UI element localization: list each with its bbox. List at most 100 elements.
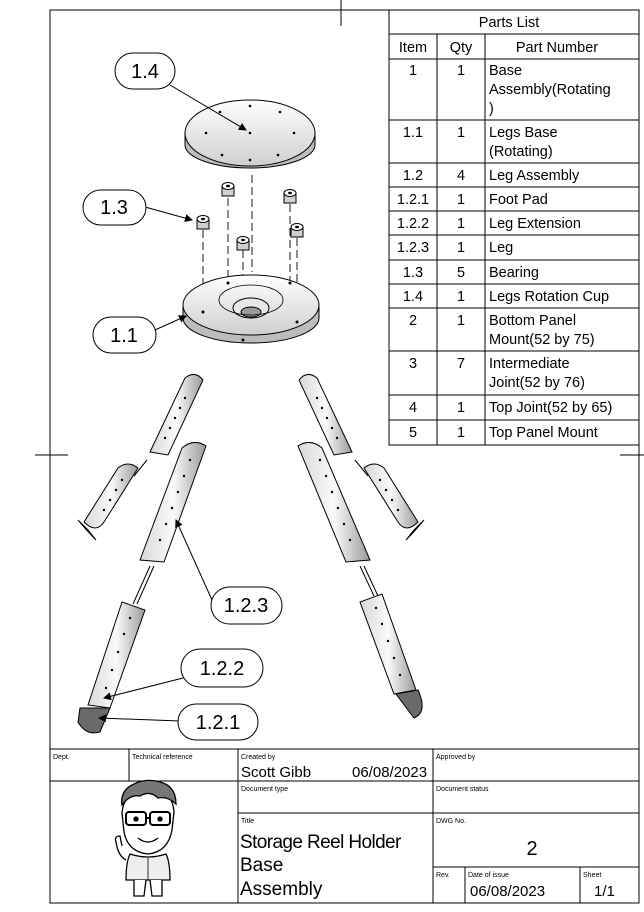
leg-assembly-left-upper [77, 374, 204, 541]
cell-part: Bearing [489, 265, 539, 281]
dept-label: Dept. [53, 754, 70, 761]
balloon-1-2-1: 1.2.1 [98, 703, 259, 741]
cell-part: Base [489, 63, 522, 79]
drawing-title-line2: Base [240, 855, 283, 876]
cell-qty: 1 [457, 240, 465, 256]
cell-part: Leg Extension [489, 216, 581, 232]
parts-row: 1.1 1 Legs Base (Rotating) [403, 125, 558, 160]
legs-base-part [182, 274, 320, 344]
balloon-label: 1.1 [110, 325, 138, 347]
dwg-no-label: DWG No. [436, 818, 466, 825]
approved-by-label: Approved by [436, 754, 476, 761]
avatar-logo [114, 779, 177, 897]
cell-item: 3 [409, 356, 417, 372]
cell-part: Mount(52 by 75) [489, 332, 595, 348]
cell-qty: 7 [457, 356, 465, 372]
bearing-part [290, 223, 304, 238]
parts-row: 2 1 Bottom Panel Mount(52 by 75) [409, 313, 595, 348]
cell-part: Foot Pad [489, 192, 548, 208]
cell-qty: 5 [457, 265, 465, 281]
balloon-label: 1.2.1 [196, 712, 240, 734]
cell-qty: 1 [457, 313, 465, 329]
parts-row: 1.2 4 Leg Assembly [403, 168, 580, 184]
date-of-issue-value: 06/08/2023 [470, 883, 545, 900]
parts-row: 4 1 Top Joint(52 by 65) [409, 400, 612, 416]
cell-part: Top Joint(52 by 65) [489, 400, 612, 416]
rev-label: Rev. [436, 872, 450, 879]
created-date-value: 06/08/2023 [352, 764, 427, 781]
parts-row: 3 7 Intermediate Joint(52 by 76) [409, 356, 585, 391]
cell-qty: 4 [457, 168, 465, 184]
cell-part: Joint(52 by 76) [489, 375, 585, 391]
balloon-1-4: 1.4 [114, 52, 247, 131]
cell-qty: 1 [457, 192, 465, 208]
balloon-1-2-3: 1.2.3 [175, 519, 283, 625]
sheet-value: 1/1 [594, 883, 615, 900]
cell-item: 4 [409, 400, 417, 416]
col-header-qty: Qty [450, 40, 473, 56]
bearing-part [283, 189, 297, 204]
cell-part: ) [489, 101, 494, 117]
created-by-label: Created by [241, 754, 276, 761]
legs-rotation-cup-part [184, 99, 316, 169]
parts-row: 5 1 Top Panel Mount [409, 425, 598, 441]
drawing-title-line1: Storage Reel Holder [240, 832, 402, 853]
balloon-label: 1.2.3 [224, 595, 268, 617]
created-by-value: Scott Gibb [241, 764, 311, 781]
cell-part: Leg [489, 240, 513, 256]
drawing-title-line3: Assembly [240, 879, 323, 900]
cell-item: 1.2.3 [397, 240, 429, 256]
sheet-label: Sheet [583, 872, 601, 879]
cell-part: Legs Base [489, 125, 558, 141]
cell-qty: 1 [457, 216, 465, 232]
cell-item: 1.4 [403, 289, 423, 305]
doc-type-label: Document type [241, 786, 288, 793]
balloon-1-3: 1.3 [82, 189, 193, 226]
leg-assembly-right-lower [297, 442, 423, 719]
cell-part: (Rotating) [489, 144, 553, 160]
parts-row: 1.2.2 1 Leg Extension [397, 216, 581, 232]
assembly-centerlines [202, 175, 298, 320]
cell-item: 1.2 [403, 168, 423, 184]
doc-status-label: Document status [436, 786, 489, 793]
date-of-issue-label: Date of issue [468, 872, 509, 879]
balloon-label: 1.2.2 [200, 658, 244, 680]
balloon-label: 1.4 [131, 61, 159, 83]
cell-item: 5 [409, 425, 417, 441]
col-header-part-number: Part Number [516, 40, 598, 56]
cell-item: 1 [409, 63, 417, 79]
balloon-1-1: 1.1 [92, 315, 187, 354]
parts-row: 1.4 1 Legs Rotation Cup [403, 289, 609, 305]
cell-item: 1.2.2 [397, 216, 429, 232]
cell-qty: 1 [457, 400, 465, 416]
cell-item: 1.1 [403, 125, 423, 141]
cell-qty: 1 [457, 425, 465, 441]
balloon-1-2-2: 1.2.2 [103, 648, 264, 701]
leg-assembly-right-upper [298, 374, 425, 541]
parts-list-table: Parts List Item Qty Part Number 1 1 Base… [388, 9, 640, 446]
bearing-part [221, 182, 235, 197]
dwg-no-value: 2 [526, 838, 537, 860]
col-header-item: Item [399, 40, 427, 56]
bearing-part [196, 215, 210, 230]
cell-qty: 1 [457, 125, 465, 141]
cell-part: Legs Rotation Cup [489, 289, 609, 305]
cell-qty: 1 [457, 63, 465, 79]
parts-row: 1.3 5 Bearing [403, 265, 539, 281]
parts-row: 1.2.1 1 Foot Pad [397, 192, 548, 208]
tech-ref-label: Technical reference [132, 754, 193, 761]
cell-item: 1.2.1 [397, 192, 429, 208]
parts-row: 1.2.3 1 Leg [397, 240, 513, 256]
parts-list-title: Parts List [479, 15, 539, 31]
leg-assembly-left-lower [77, 442, 207, 734]
cell-item: 2 [409, 313, 417, 329]
cell-item: 1.3 [403, 265, 423, 281]
title-label: Title [241, 818, 254, 825]
cell-part: Top Panel Mount [489, 425, 598, 441]
cell-part: Bottom Panel [489, 313, 576, 329]
cell-part: Intermediate [489, 356, 570, 372]
cell-part: Leg Assembly [489, 168, 580, 184]
bearing-part [236, 236, 250, 251]
cell-part: Assembly(Rotating [489, 82, 611, 98]
